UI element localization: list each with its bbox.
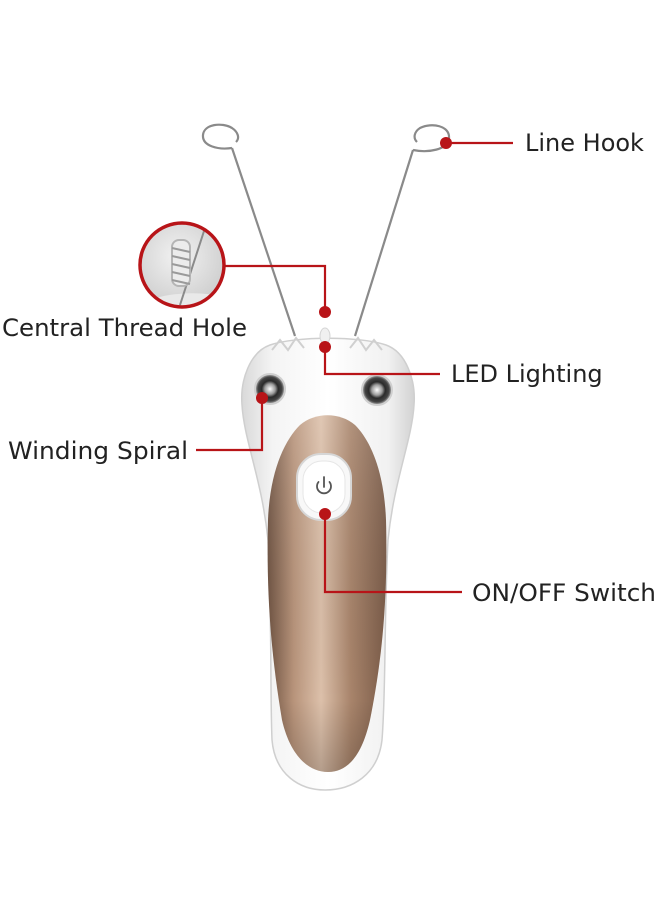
callout-dots (256, 137, 452, 520)
on-off-switch-leader (323, 515, 462, 594)
central-thread-hole-dot (319, 306, 331, 318)
on-off-switch-dot (319, 508, 331, 520)
right-wire (353, 149, 415, 337)
crown-ridge (271, 336, 383, 352)
central-thread-hole-leader (223, 264, 327, 310)
winding-spiral-dot (256, 392, 268, 404)
spring-coil-icon (171, 239, 191, 287)
thread-hole-inset (138, 221, 226, 309)
line-hook-dot (440, 137, 452, 149)
winding-spiral-leader (196, 400, 264, 452)
on-off-switch-label: ON/OFF Switch (472, 579, 656, 607)
power-icon (316, 476, 332, 495)
line-hook-label: Line Hook (525, 129, 644, 157)
right-hook (412, 124, 451, 153)
left-wire (230, 147, 297, 337)
led-lighting-label: LED Lighting (451, 360, 603, 388)
callout-lines (196, 141, 513, 594)
central-thread-hole-label: Central Thread Hole (2, 314, 247, 342)
led-lighting-dot (319, 341, 331, 353)
winding-spiral-label: Winding Spiral (8, 437, 188, 465)
device-body (241, 327, 415, 791)
right-winding-spiral (361, 374, 393, 406)
thread-wires (201, 123, 451, 337)
led-lighting-leader (323, 346, 440, 376)
bronze-shading (267, 415, 387, 772)
left-hook (201, 123, 240, 150)
